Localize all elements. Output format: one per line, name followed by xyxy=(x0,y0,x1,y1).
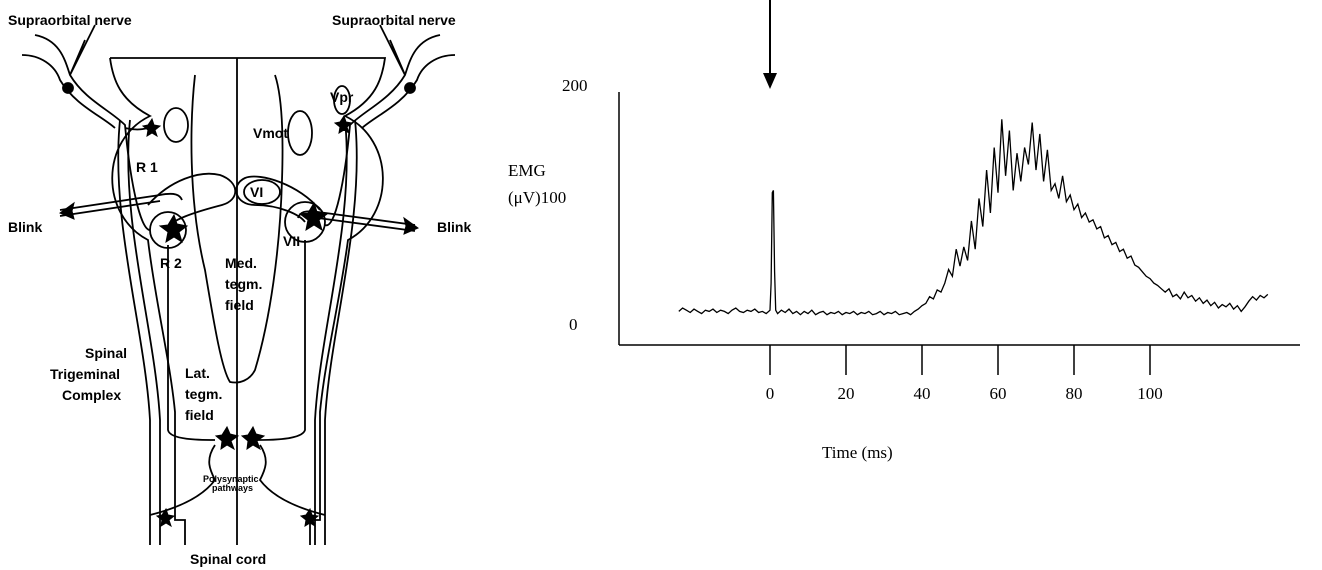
spinal-trig-tract-left-2 xyxy=(117,119,151,545)
chart-x-tick-labels: 0 20 40 60 80 100 xyxy=(766,384,1163,403)
neuron-r1-left xyxy=(141,117,162,138)
label-lat-tegm-field-1: Lat. xyxy=(185,365,210,381)
label-med-tegm-field-1: Med. xyxy=(225,255,257,271)
label-supraorbital-nerve-left: Supraorbital nerve xyxy=(8,12,132,28)
x-tick-label-40: 40 xyxy=(914,384,931,403)
label-spinal-trig-2: Trigeminal xyxy=(50,366,120,382)
brainstem-outline xyxy=(109,57,387,545)
label-spinal-trig-3: Complex xyxy=(62,387,121,403)
stimulus-arrow xyxy=(763,0,777,89)
label-r2: R 2 xyxy=(160,255,182,271)
y-axis-label-unit: (μV) xyxy=(508,188,541,207)
r2-pathway-left xyxy=(167,245,216,441)
ganglion-right xyxy=(404,82,416,94)
label-lat-tegm-field-3: field xyxy=(185,407,214,423)
blink-efferent-left xyxy=(59,192,183,211)
blink-efferent-right-2 xyxy=(317,217,416,232)
x-tick-label-80: 80 xyxy=(1066,384,1083,403)
label-med-tegm-field-2: tegm. xyxy=(225,276,262,292)
x-tick-label-0: 0 xyxy=(766,384,775,403)
spinal-trig-tract-right xyxy=(314,119,348,545)
polysynaptic-left xyxy=(149,444,217,516)
x-tick-label-60: 60 xyxy=(990,384,1007,403)
spinal-trig-tract-right-2 xyxy=(324,119,358,545)
label-vi: VI xyxy=(250,184,263,200)
label-lat-tegm-field-2: tegm. xyxy=(185,386,222,402)
vpr-nucleus xyxy=(333,85,351,115)
label-vii: VII xyxy=(283,233,300,249)
vi-loop-right xyxy=(235,175,321,223)
r2-pathway-right xyxy=(257,240,306,441)
supraorbital-nerve-left-branch xyxy=(69,24,96,76)
y-tick-label-100: 100 xyxy=(541,188,567,207)
label-polysynaptic-2: pathways xyxy=(212,483,253,493)
neuron-polysynaptic-left xyxy=(214,425,240,451)
blink-arrowhead-right xyxy=(403,216,420,235)
neuron-spinal-right xyxy=(299,507,320,528)
neuron-polysynaptic-right xyxy=(240,425,266,451)
left-upper-nucleus xyxy=(163,107,189,143)
r1-loop-left xyxy=(147,172,237,231)
neuron-facial-left xyxy=(158,213,189,244)
supraorbital-nerve-right xyxy=(324,34,456,226)
r1-pathway-left xyxy=(124,127,149,131)
label-vmot: Vmot xyxy=(253,125,288,141)
polysynaptic-right xyxy=(258,444,326,516)
chart-x-ticks xyxy=(769,345,1151,375)
x-axis-label: Time (ms) xyxy=(822,443,893,462)
x-tick-label-20: 20 xyxy=(838,384,855,403)
diagram-labels: Supraorbital nerve Supraorbital nerve Vm… xyxy=(8,12,471,567)
med-tegm-field-outline xyxy=(190,74,284,384)
y-tick-label-0: 0 xyxy=(569,315,578,334)
y-axis-label-emg: EMG xyxy=(508,161,546,180)
supraorbital-nerve-right-branch xyxy=(379,24,406,76)
emg-trace-line xyxy=(678,119,1269,316)
supraorbital-nerve-left xyxy=(21,34,151,231)
label-polysynaptic-1: Polysynaptic xyxy=(203,474,259,484)
ganglion-left xyxy=(62,82,74,94)
x-tick-label-100: 100 xyxy=(1137,384,1163,403)
y-axis-label-unit-and-tick: (μV)100 xyxy=(508,188,566,207)
neuron-spinal-left xyxy=(155,507,176,528)
label-blink-left: Blink xyxy=(8,219,42,235)
vi-nucleus xyxy=(243,179,281,205)
label-blink-right: Blink xyxy=(437,219,471,235)
blink-reflex-circuit-diagram xyxy=(21,24,456,545)
neuron-vpr-right xyxy=(333,114,354,135)
label-vpr: Vpr xyxy=(330,89,354,105)
label-supraorbital-nerve-right: Supraorbital nerve xyxy=(332,12,456,28)
y-tick-label-200: 200 xyxy=(562,76,588,95)
neuron-facial-right xyxy=(298,201,329,232)
label-med-tegm-field-3: field xyxy=(225,297,254,313)
label-spinal-cord: Spinal cord xyxy=(190,551,266,567)
stimulus-arrow-head xyxy=(763,73,777,89)
label-spinal-trig-1: Spinal xyxy=(85,345,127,361)
vmot-nucleus xyxy=(287,110,313,156)
label-r1: R 1 xyxy=(136,159,158,175)
blink-arrowhead-left xyxy=(58,201,75,220)
blink-efferent-left-2 xyxy=(59,200,161,217)
